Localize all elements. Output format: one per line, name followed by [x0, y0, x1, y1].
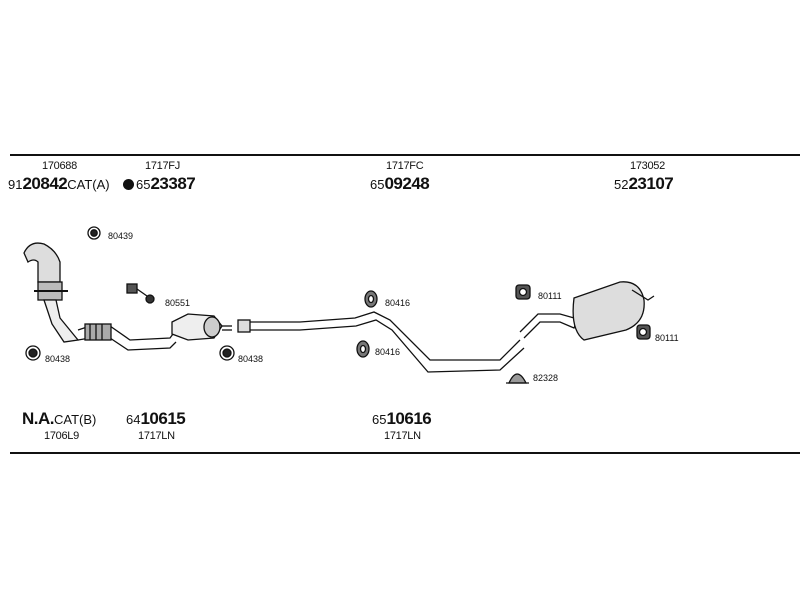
sensor-bracket-icon: [126, 283, 155, 304]
part-number: 6523387: [123, 174, 196, 194]
part-code: 170688: [42, 160, 77, 172]
part-code: 1717LN: [384, 430, 421, 442]
front-pipe: [77, 323, 177, 351]
part-code: 1717LN: [138, 430, 175, 442]
clamp-label: 80111: [538, 291, 562, 301]
clamp-label: 82328: [533, 373, 559, 383]
u-bolt-clamp-icon: [506, 373, 529, 384]
part-number: 6510616: [372, 409, 432, 428]
clamp-label: 80416: [375, 347, 401, 357]
rear-muffler: [519, 281, 655, 341]
part-number: 9120842CAT(A): [8, 174, 110, 193]
part-code: 1717FC: [386, 160, 424, 172]
hanger-icon: [636, 324, 651, 340]
part-number: 6509248: [370, 174, 430, 193]
clamp-icon: [25, 345, 41, 361]
clamp-icon: [87, 226, 101, 240]
part-code: 173052: [630, 160, 665, 172]
part-number: 5223107: [614, 174, 674, 193]
part-number: N.A.CAT(B): [22, 409, 97, 428]
clamp-label: 80438: [45, 354, 71, 364]
part-code: 1717FJ: [145, 160, 180, 172]
part-number: 6410615: [126, 409, 186, 428]
part-code: 1706L9: [44, 430, 79, 442]
catalytic-converter: [171, 313, 232, 341]
middle-pipe: [237, 311, 525, 373]
clamp-label: 80416: [385, 298, 411, 308]
clamp-icon: [219, 345, 235, 361]
bullet-icon: [123, 179, 134, 190]
manifold-pipe: [23, 242, 80, 343]
clamp-label: 80111: [655, 333, 679, 343]
clamp-label: 80551: [165, 298, 191, 308]
gasket-icon: [356, 340, 370, 358]
clamp-label: 80439: [108, 231, 134, 241]
bottom-rule: [10, 452, 800, 454]
top-rule: [10, 154, 800, 156]
clamp-label: 80438: [238, 354, 264, 364]
hanger-icon: [515, 284, 531, 300]
gasket-icon: [364, 290, 378, 308]
